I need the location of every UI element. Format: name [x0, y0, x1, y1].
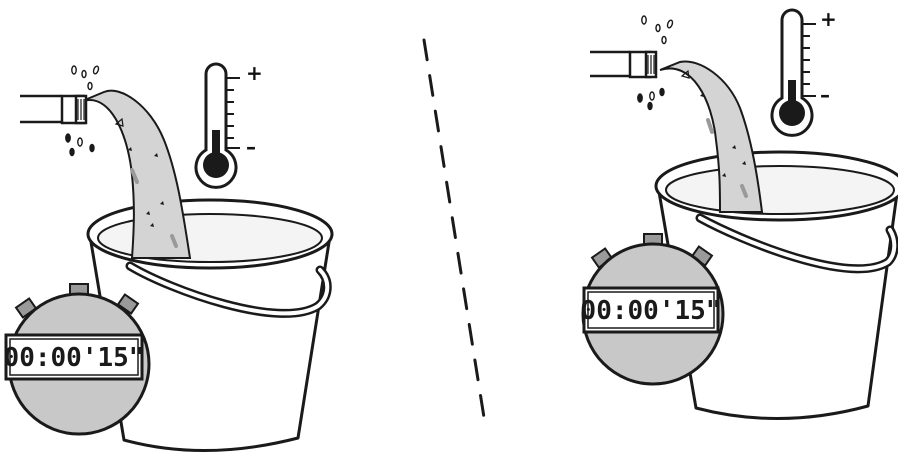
stopwatch-display: 00:00'15"	[581, 296, 722, 326]
left-panel: + – 00:00'15"	[4, 61, 334, 452]
stopwatch-icon: 00:00'15"	[4, 283, 151, 436]
water-drops	[65, 65, 100, 157]
water-drops	[637, 15, 674, 111]
thermometer-icon: + –	[770, 7, 837, 137]
garden-hose-icon	[20, 94, 88, 125]
thermometer-minus-label: –	[820, 83, 830, 107]
stopwatch-icon: 00:00'15"	[581, 233, 725, 386]
thermometer-minus-label: –	[246, 135, 256, 159]
thermometer-plus-label: +	[820, 7, 837, 31]
garden-hose-icon	[590, 50, 658, 79]
thermometer-icon: + –	[194, 61, 263, 189]
water-stream-icon	[659, 60, 764, 213]
water-stream-icon	[79, 89, 192, 259]
thermometer-plus-label: +	[246, 61, 263, 85]
bucket-handle	[698, 216, 897, 271]
right-panel: + – 00:00'15"	[581, 7, 898, 420]
stopwatch-display: 00:00'15"	[4, 343, 145, 373]
dashed-divider	[422, 38, 488, 432]
bucket-icon	[654, 150, 898, 420]
